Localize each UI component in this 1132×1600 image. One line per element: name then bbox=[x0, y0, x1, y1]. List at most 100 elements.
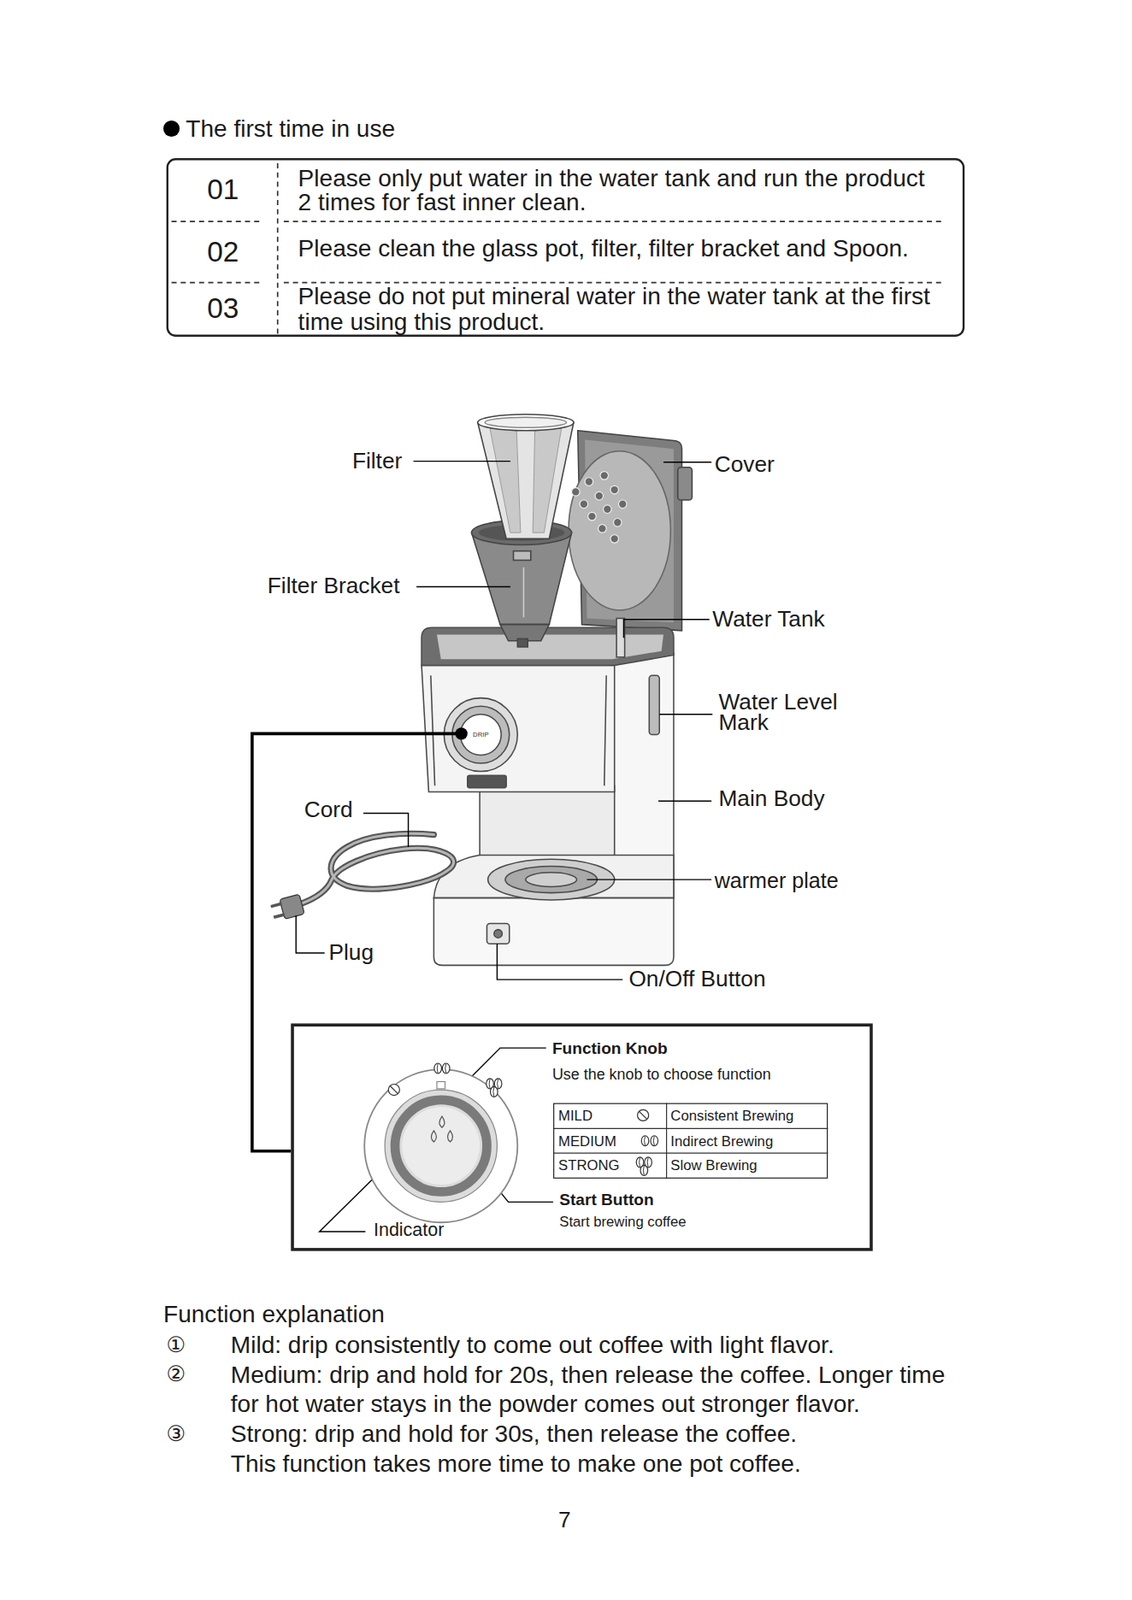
knob-illustration bbox=[430, 1131, 437, 1143]
cover bbox=[610, 535, 620, 544]
cover bbox=[579, 500, 589, 509]
filter-bracket bbox=[471, 532, 572, 625]
table-grid bbox=[553, 1152, 828, 1154]
leader-line bbox=[659, 713, 713, 715]
filter-bracket bbox=[517, 638, 528, 648]
filter bbox=[484, 417, 567, 428]
table-divider bbox=[171, 282, 260, 284]
leader-line bbox=[295, 915, 325, 954]
plug bbox=[273, 913, 286, 920]
leader-line bbox=[413, 460, 511, 462]
note-heading: The first time in use bbox=[185, 114, 396, 143]
function-note: Strong: drip and hold for 30s, then rele… bbox=[230, 1420, 797, 1449]
cord bbox=[300, 833, 454, 904]
table-divider bbox=[171, 220, 260, 223]
bullet bbox=[163, 120, 180, 137]
table-divider bbox=[171, 163, 944, 334]
main-body bbox=[452, 706, 510, 764]
table-grid bbox=[553, 1128, 828, 1130]
main-body bbox=[604, 675, 607, 786]
knob-illustration bbox=[364, 1069, 518, 1223]
strength-symbol bbox=[636, 1109, 658, 1176]
filter-bracket bbox=[513, 551, 531, 561]
step-text: Please only put water in the water tank … bbox=[298, 166, 940, 214]
part-label: Water Tank bbox=[712, 606, 825, 633]
main-body bbox=[494, 930, 503, 939]
function-table: MILD Consistent BrewingMEDIUM Indirect Bre… bbox=[553, 1103, 828, 1180]
main-body bbox=[648, 675, 660, 735]
callout-text: Start brewing coffee bbox=[559, 1213, 686, 1231]
knob-illustration bbox=[490, 1086, 499, 1097]
knob-illustration bbox=[430, 1116, 453, 1143]
main-body bbox=[433, 898, 674, 967]
part-label: Water Level Mark bbox=[718, 691, 851, 733]
knob-connector bbox=[454, 727, 467, 740]
knob-illustration bbox=[442, 1063, 450, 1074]
cover bbox=[618, 500, 627, 509]
step-number: 01 bbox=[168, 172, 278, 208]
knob-illustration bbox=[388, 1084, 400, 1096]
leader-line bbox=[586, 878, 712, 880]
knob-illustration bbox=[401, 1107, 480, 1186]
strength-symbol bbox=[650, 1136, 659, 1147]
cord bbox=[300, 833, 454, 904]
table-cell: Indirect Brewing bbox=[670, 1132, 773, 1150]
knob-illustration bbox=[434, 1063, 443, 1074]
leader-line bbox=[658, 800, 712, 802]
strength-symbol bbox=[641, 1136, 649, 1147]
function-note: Mild: drip consistently to come out coff… bbox=[230, 1331, 835, 1360]
leader-line bbox=[496, 943, 623, 980]
callout-text: Use the knob to choose function bbox=[552, 1065, 772, 1084]
function-panel: Function KnobUse the knob to choose func… bbox=[290, 1023, 873, 1251]
leader-line bbox=[363, 813, 409, 848]
callout-title: Function Knob bbox=[552, 1038, 668, 1059]
knob-illustration bbox=[384, 1090, 497, 1203]
table-divider bbox=[277, 163, 279, 334]
main-body bbox=[505, 866, 597, 894]
step-text: Please do not put mineral water in the w… bbox=[298, 283, 940, 335]
main-body bbox=[430, 675, 436, 786]
callout-number: ① bbox=[166, 1332, 186, 1359]
cover bbox=[600, 471, 609, 481]
knob-text: DRIP bbox=[465, 731, 496, 740]
part-label: Filter Bracket bbox=[267, 572, 401, 600]
cover bbox=[571, 488, 581, 497]
function-note: This function takes more time to make on… bbox=[230, 1449, 802, 1478]
filter bbox=[532, 428, 561, 533]
filter-bracket bbox=[523, 567, 525, 618]
cover bbox=[571, 471, 627, 544]
table-cell: STRONG bbox=[558, 1157, 620, 1175]
part-label: Main Body bbox=[718, 785, 825, 813]
section-heading: Function explanation bbox=[163, 1300, 385, 1329]
part-label: warmer plate bbox=[714, 866, 839, 893]
callout-number: ② bbox=[166, 1361, 186, 1388]
cover bbox=[588, 512, 597, 521]
cover bbox=[678, 467, 693, 501]
part-label: Cover bbox=[714, 451, 775, 478]
main-body bbox=[525, 872, 578, 888]
filter bbox=[477, 414, 574, 540]
cover bbox=[610, 485, 620, 495]
strength-symbol bbox=[637, 1109, 649, 1121]
cover bbox=[613, 518, 623, 527]
step-number: 02 bbox=[168, 235, 278, 271]
knob-illustration bbox=[439, 1116, 445, 1128]
main-body bbox=[486, 923, 509, 944]
knob-illustration bbox=[364, 1063, 518, 1223]
filter bbox=[489, 428, 521, 533]
cover bbox=[598, 524, 608, 534]
knob-illustration bbox=[395, 1100, 487, 1192]
callout-title: Indicator bbox=[373, 1218, 444, 1241]
cover bbox=[584, 477, 594, 487]
note-box: The first time in use01Please only put w… bbox=[166, 158, 966, 337]
table-grid bbox=[553, 1103, 828, 1180]
strength-symbol bbox=[640, 1165, 649, 1176]
knob-illustration bbox=[448, 1131, 454, 1143]
plug bbox=[269, 894, 305, 922]
table-cell: MEDIUM bbox=[558, 1132, 617, 1150]
table-cell: Consistent Brewing bbox=[670, 1107, 794, 1125]
leader-line bbox=[416, 586, 511, 588]
main-body bbox=[436, 635, 664, 661]
table-cell: MILD bbox=[558, 1107, 593, 1125]
